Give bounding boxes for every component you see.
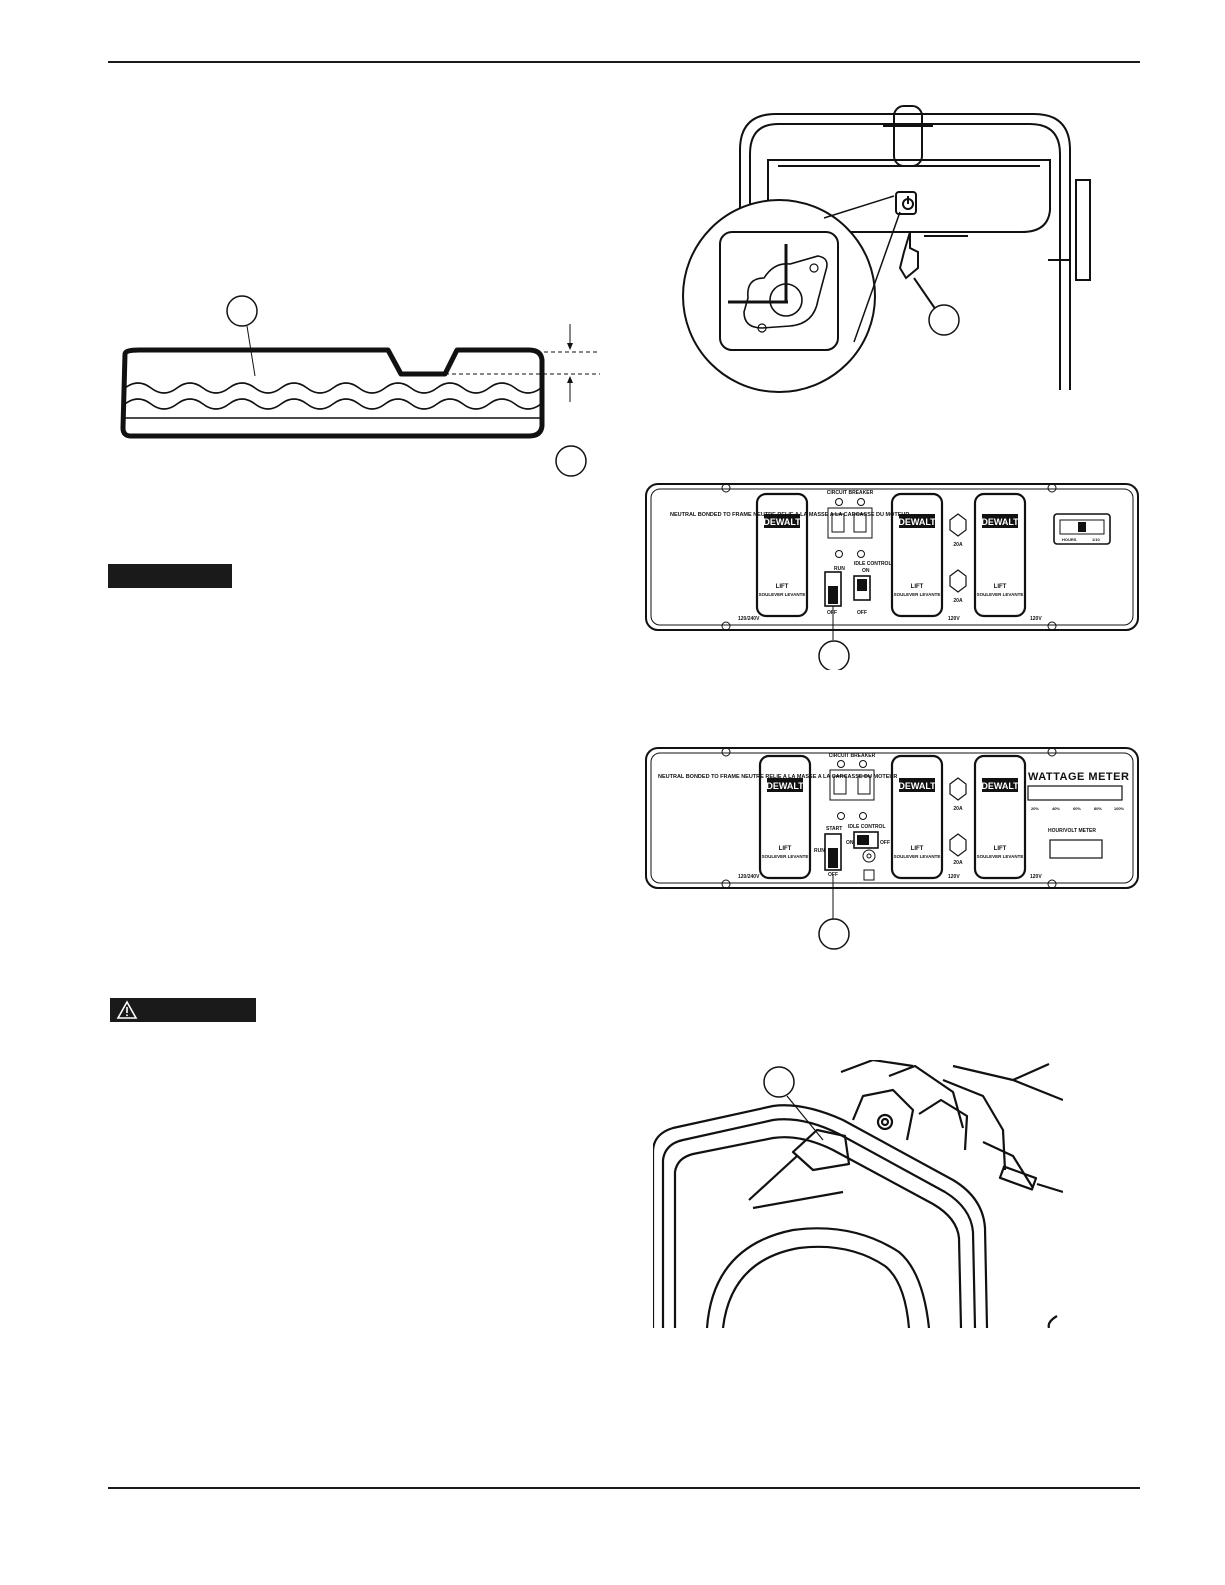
- lift-sub-3: SOULEVER LEVANTE: [977, 592, 1024, 597]
- circuit-breaker: CIRCUIT BREAKER: [829, 753, 876, 759]
- lift-sub-2: SOULEVER LEVANTE: [894, 592, 941, 597]
- wattage-scale-60: 60%: [1073, 806, 1081, 811]
- on-label: ON: [846, 840, 854, 846]
- control-panel-b: NEUTRAL BONDED TO FRAME NEUTRE RELIE A L…: [642, 744, 1142, 954]
- control-panel-a: NEUTRAL BONDED TO FRAME NEUTRE RELIE A L…: [642, 480, 1142, 670]
- lift-3: LIFT: [994, 584, 1007, 590]
- wattage-scale-100: 100%: [1114, 806, 1125, 811]
- brand-2: DEWALT: [898, 517, 936, 527]
- amp-1: 20A: [953, 806, 963, 812]
- lift-2: LIFT: [911, 846, 924, 852]
- wattage-title: WATTAGE METER: [1028, 771, 1129, 783]
- notice-badge: [108, 564, 232, 588]
- idle-switch[interactable]: [853, 575, 871, 601]
- idle-switch[interactable]: [853, 831, 879, 849]
- lift-2: LIFT: [911, 584, 924, 590]
- amp-2: 20A: [953, 598, 963, 604]
- volt-1: 120/240V: [738, 616, 760, 622]
- off-label-2: OFF: [857, 610, 867, 616]
- volt-1: 120/240V: [738, 874, 760, 880]
- warning-badge: [110, 998, 256, 1022]
- hour-meter-label: HOURS: [1062, 537, 1077, 542]
- brand-2: DEWALT: [898, 781, 936, 791]
- run-label: RUN: [814, 848, 825, 854]
- hour-meter: [1053, 513, 1111, 545]
- bottom-rule: [108, 1487, 1140, 1489]
- off-label-2: OFF: [880, 840, 890, 846]
- oil-level-figure: [105, 290, 605, 480]
- lift-sub-1: SOULEVER LEVANTE: [762, 854, 809, 859]
- amp-2: 20A: [953, 860, 963, 866]
- brand-1: DEWALT: [763, 517, 801, 527]
- wattage-scale-40: 40%: [1052, 806, 1060, 811]
- on-label: ON: [862, 568, 870, 574]
- brand-3: DEWALT: [981, 517, 1019, 527]
- lift-1: LIFT: [776, 584, 789, 590]
- wattage-scale-80: 80%: [1094, 806, 1102, 811]
- circuit-breaker: CIRCUIT BREAKER: [827, 490, 874, 496]
- hour-meter-unit: 1/10: [1092, 537, 1101, 542]
- volt-3: 120V: [1030, 616, 1042, 622]
- run-label: RUN: [834, 566, 845, 572]
- top-rule: [108, 61, 1140, 63]
- hour-volt-display: [1049, 839, 1103, 859]
- volt-3: 120V: [1030, 874, 1042, 880]
- air-filter-figure: [653, 1060, 1063, 1328]
- wattage-display: [1027, 785, 1123, 801]
- start-switch[interactable]: [824, 833, 842, 871]
- fuel-valve-figure: [678, 100, 1118, 410]
- idle-label: IDLE CONTROL: [848, 824, 886, 830]
- idle-label: IDLE CONTROL: [854, 561, 892, 567]
- lift-3: LIFT: [994, 846, 1007, 852]
- volt-2: 120V: [948, 874, 960, 880]
- lift-sub-3: SOULEVER LEVANTE: [977, 854, 1024, 859]
- volt-2: 120V: [948, 616, 960, 622]
- outlet-text: NEUTRAL BONDED TO FRAME NEUTRE RELIE A L…: [658, 774, 897, 780]
- brand-1: DEWALT: [766, 781, 804, 791]
- start-label: START: [826, 826, 842, 832]
- warning-triangle-icon: [116, 1000, 138, 1019]
- off-label-1: OFF: [827, 610, 837, 616]
- hour-volt-title: HOUR/VOLT METER: [1048, 828, 1096, 834]
- lift-sub-2: SOULEVER LEVANTE: [894, 854, 941, 859]
- lift-sub-1: SOULEVER LEVANTE: [759, 592, 806, 597]
- lift-1: LIFT: [779, 846, 792, 852]
- brand-3: DEWALT: [981, 781, 1019, 791]
- amp-1: 20A: [953, 542, 963, 548]
- wattage-scale-20: 20%: [1031, 806, 1039, 811]
